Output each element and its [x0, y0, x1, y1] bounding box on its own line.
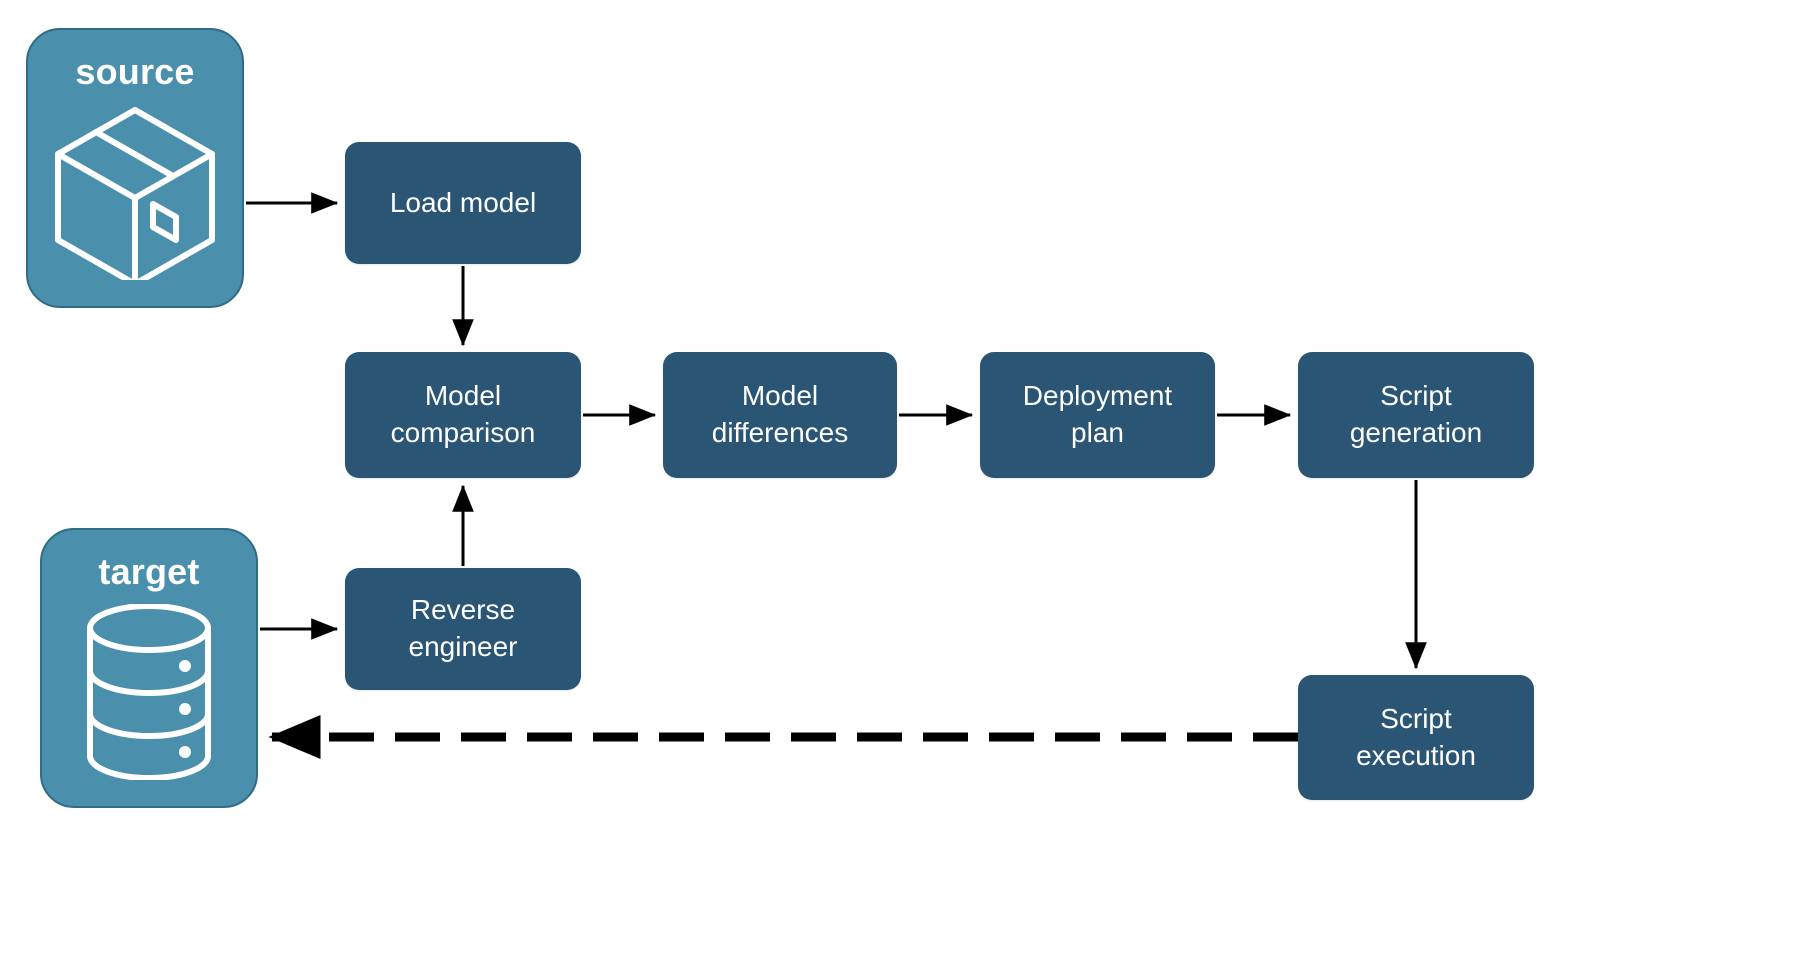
process-box-script-generation-label: Script generation — [1349, 380, 1483, 448]
process-box-deployment-plan[interactable]: Deployment plan — [980, 352, 1215, 478]
package-box-icon — [40, 100, 230, 287]
endpoint-source-label: source — [75, 51, 195, 92]
process-box-load-model-label: Load model — [389, 186, 537, 218]
process-box-model-comparison-label: Model comparison — [390, 380, 536, 448]
process-box-script-generation[interactable]: Script generation — [1298, 352, 1534, 478]
database-cylinder-icon — [74, 603, 224, 785]
endpoint-target[interactable]: target — [40, 528, 258, 808]
process-box-model-differences-label: Model differences — [711, 380, 849, 448]
process-box-deployment-plan-label: Deployment plan — [1022, 380, 1173, 448]
endpoint-target-label: target — [98, 551, 200, 592]
endpoint-source[interactable]: source — [26, 28, 244, 308]
process-box-load-model[interactable]: Load model — [345, 142, 581, 264]
process-box-model-differences[interactable]: Model differences — [663, 352, 897, 478]
process-box-reverse-engineer-label: Reverse engineer — [408, 594, 518, 662]
process-box-model-comparison[interactable]: Model comparison — [345, 352, 581, 478]
process-box-script-execution[interactable]: Script execution — [1298, 675, 1534, 800]
process-box-reverse-engineer[interactable]: Reverse engineer — [345, 568, 581, 690]
process-box-script-execution-label: Script execution — [1356, 702, 1476, 771]
